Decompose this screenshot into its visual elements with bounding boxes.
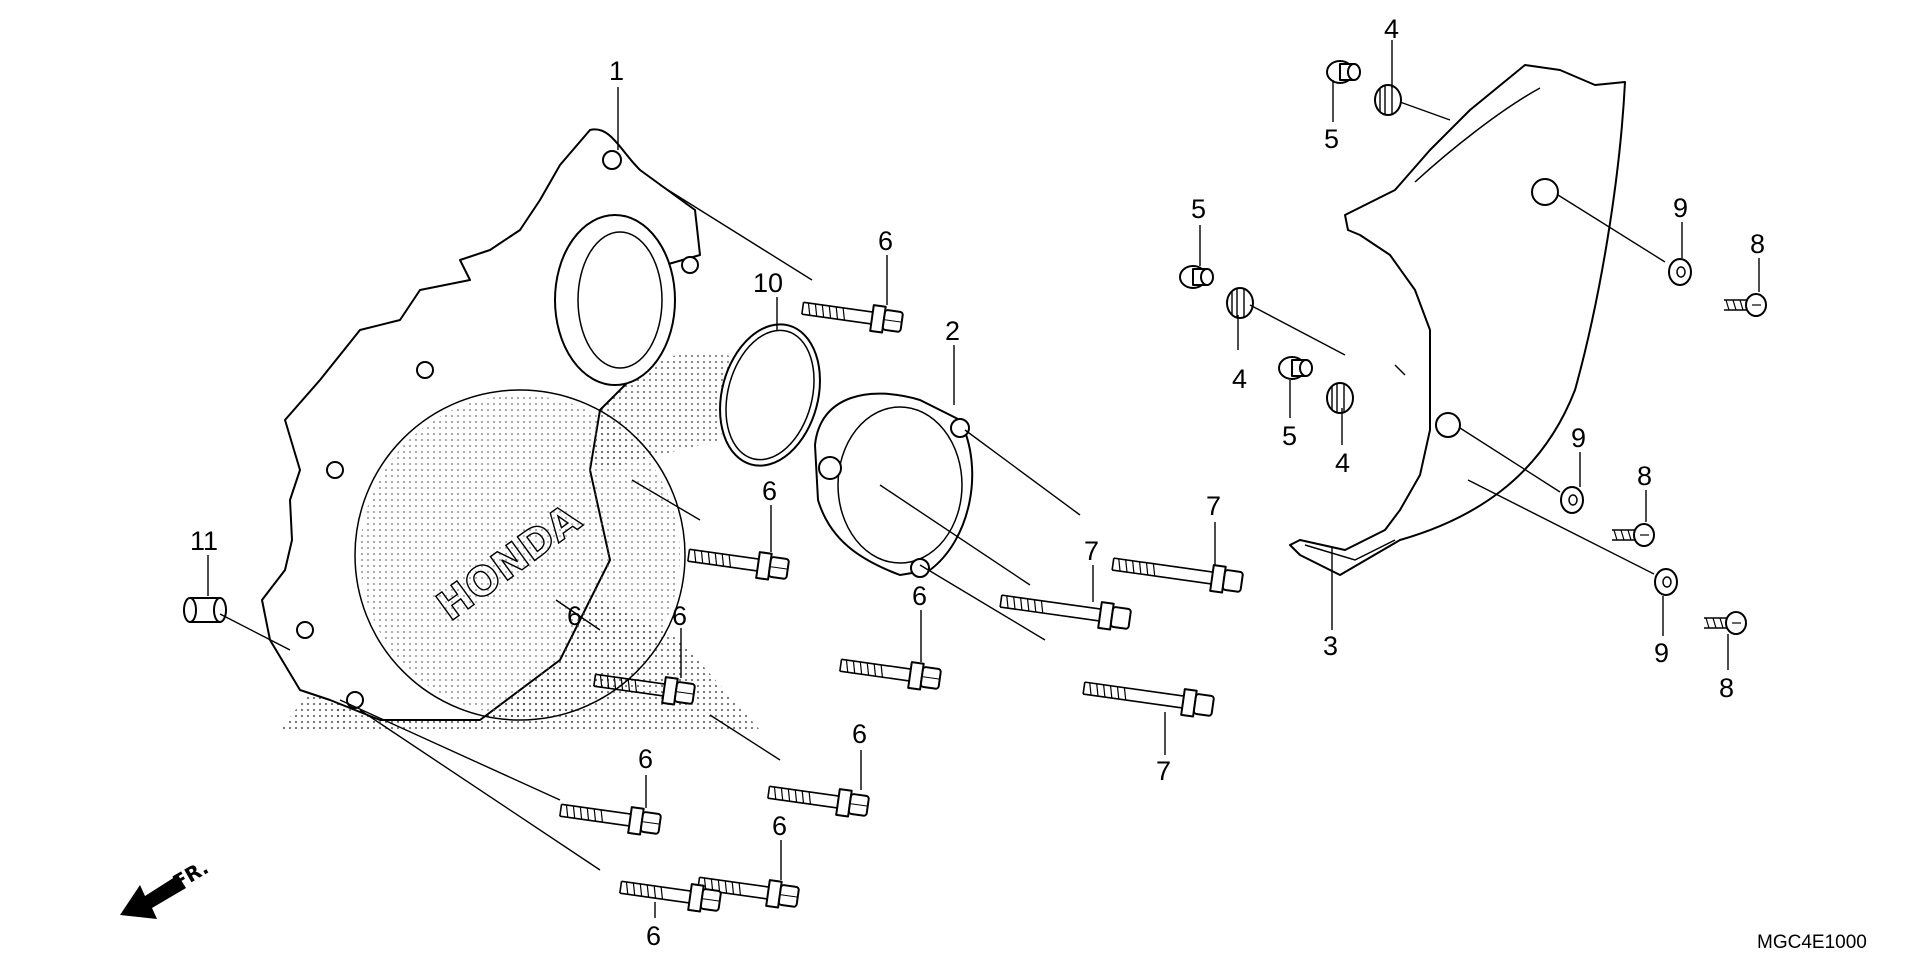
callout-5: 5 [1324,124,1339,154]
callout-1: 1 [609,56,624,86]
callout-5: 5 [1282,421,1297,451]
callout-6: 6 [638,744,653,774]
dowel-pin [183,597,227,623]
callout-8: 8 [1719,673,1734,703]
callout-4: 4 [1232,364,1247,394]
left-crankcase-cover: HONDA [261,128,701,721]
callout-5: 5 [1191,194,1206,224]
callout-9: 9 [1673,193,1688,223]
cover-cap [814,392,974,578]
callout-6: 6 [646,921,661,951]
callout-7: 7 [1206,491,1221,521]
callout-4: 4 [1384,14,1399,44]
callout-2: 2 [945,316,960,346]
callout-6: 6 [912,581,927,611]
callout-6: 6 [852,719,867,749]
diagram-code: MGC4E1000 [1757,932,1867,953]
callout-9: 9 [1654,638,1669,668]
o-ring [719,323,821,467]
callout-7: 7 [1084,536,1099,566]
callout-3: 3 [1323,631,1338,661]
callout-6: 6 [672,601,687,631]
callout-7: 7 [1156,756,1171,786]
callout-6: 6 [762,476,777,506]
callout-labels: 1 2 3 4 4 4 5 5 5 6 6 6 6 6 6 6 6 6 7 7 … [190,14,1765,951]
callout-10: 10 [753,268,783,298]
callout-11: 11 [190,526,218,556]
assembly-lines [219,101,1666,871]
callout-6: 6 [772,811,787,841]
front-direction-marker: FR. [120,855,213,919]
callout-6: 6 [878,226,893,256]
callout-9: 9 [1571,423,1586,453]
front-arrow-icon [120,875,186,919]
sprocket-shroud [1289,64,1626,576]
callout-6: 6 [567,601,582,631]
callout-8: 8 [1750,229,1765,259]
callout-4: 4 [1335,448,1350,478]
callout-leaders [207,40,1760,918]
callout-8: 8 [1637,461,1652,491]
